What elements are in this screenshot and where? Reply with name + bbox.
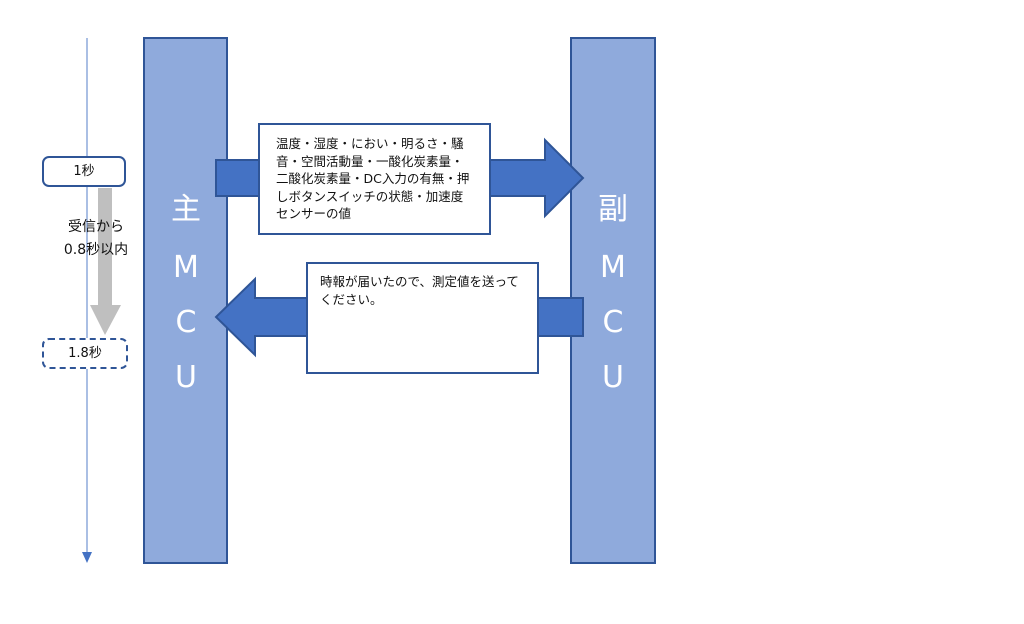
sub-mcu-label-3: C bbox=[602, 305, 624, 340]
timeline-arrowhead bbox=[82, 552, 92, 563]
sub-mcu-label-4: U bbox=[602, 360, 624, 395]
sub-mcu-bar bbox=[570, 37, 656, 564]
interval-label: 受信から 0.8秒以内 bbox=[56, 216, 136, 262]
main-mcu-label-3: C bbox=[175, 305, 197, 340]
interval-label-line1: 受信から bbox=[68, 219, 124, 235]
request-message-text: 温度・湿度・におい・明るさ・騒音・空間活動量・一酸化炭素量・二酸化炭素量・DC入… bbox=[276, 136, 470, 221]
request-message-box: 温度・湿度・におい・明るさ・騒音・空間活動量・一酸化炭素量・二酸化炭素量・DC入… bbox=[258, 123, 491, 235]
main-mcu-label-1: 主 bbox=[171, 192, 201, 227]
gray-interval-arrow bbox=[90, 188, 121, 335]
main-mcu-bar bbox=[143, 37, 228, 564]
main-mcu-label-4: U bbox=[175, 360, 197, 395]
time-label-start: 1秒 bbox=[42, 156, 126, 187]
sub-mcu-label-2: M bbox=[600, 250, 626, 285]
time-signal-message-text: 時報が届いたので、測定値を送ってください。 bbox=[320, 274, 519, 307]
time-signal-message-box: 時報が届いたので、測定値を送ってください。 bbox=[306, 262, 539, 374]
time-label-end: 1.8秒 bbox=[42, 338, 128, 369]
interval-label-line2: 0.8秒以内 bbox=[63, 242, 129, 258]
main-mcu-label-2: M bbox=[173, 250, 199, 285]
sub-mcu-label-1: 副 bbox=[598, 192, 628, 227]
